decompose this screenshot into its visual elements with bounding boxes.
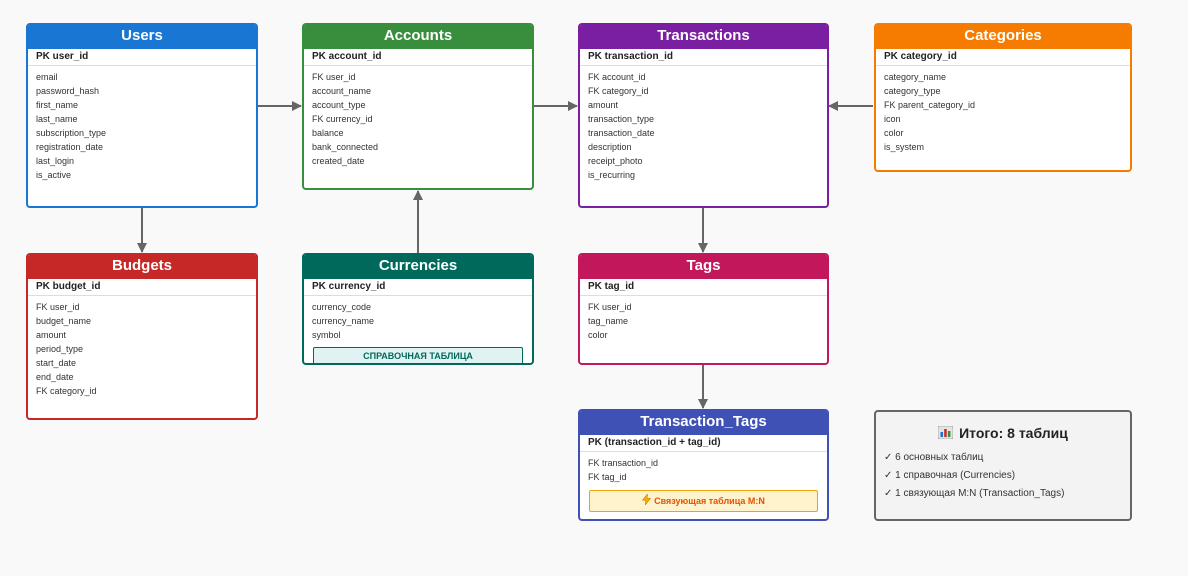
primary-key: PK (transaction_id + tag_id) [580,435,827,452]
table-field: color [588,330,608,340]
reference-table-note: СПРАВОЧНАЯ ТАБЛИЦА [313,347,523,363]
table-transactions[interactable]: Transactions PK transaction_id FK accoun… [578,23,829,208]
table-field: category_name [884,72,947,82]
table-field: FK transaction_id [588,458,659,468]
bar-chart-icon [938,426,954,439]
table-field: amount [588,100,619,110]
table-field: period_type [36,344,84,354]
table-header-tags: Tags [580,255,827,279]
summary-card: Итого: 8 таблиц ✓ 6 основных таблиц ✓ 1 … [874,410,1132,521]
table-field: icon [884,114,901,124]
field-list: category_name category_type FK parent_cate… [876,66,1130,154]
table-field: account_type [312,100,366,110]
table-field: budget_name [36,316,92,326]
junction-table-note-text: Связующая таблица M:N [654,496,765,506]
table-field: receipt_photo [588,156,643,166]
table-field: currency_name [312,316,375,326]
table-field: end_date [36,372,74,382]
table-field: description [588,142,632,152]
primary-key: PK currency_id [304,279,532,296]
table-field: subscription_type [36,128,107,138]
primary-key: PK category_id [876,49,1130,66]
table-field: FK account_id [588,72,646,82]
table-field: transaction_date [588,128,655,138]
table-field: amount [36,330,67,340]
table-header-budgets: Budgets [28,255,256,279]
table-field: transaction_type [588,114,655,124]
primary-key: PK user_id [28,49,256,66]
table-field: last_name [36,114,78,124]
summary-title: Итого: 8 таблиц [876,425,1130,441]
table-field: color [884,128,904,138]
table-field: tag_name [588,316,629,326]
table-field: FK category_id [588,86,649,96]
table-field: first_name [36,100,79,110]
table-field: registration_date [36,142,104,152]
table-field: FK user_id [36,302,80,312]
summary-line: ✓ 6 основных таблиц [884,452,984,463]
table-field: FK tag_id [588,472,627,482]
table-header-users: Users [28,25,256,49]
table-field: currency_code [312,302,372,312]
table-field: account_name [312,86,372,96]
table-field: bank_connected [312,142,379,152]
table-budgets[interactable]: Budgets PK budget_id FK user_id budget_na… [26,253,258,420]
summary-title-text: Итого: 8 таблиц [959,425,1068,441]
field-list: FK transaction_id FK tag_id [580,452,827,484]
junction-table-note: Связующая таблица M:N [589,490,818,512]
table-header-transactions: Transactions [580,25,827,49]
table-header-currencies: Currencies [304,255,532,279]
primary-key: PK account_id [304,49,532,66]
field-list: FK user_id account_name account_type FK cur… [304,66,532,168]
lightning-icon [642,493,652,507]
table-field: email [36,72,58,82]
table-field: FK parent_category_id [884,100,976,110]
summary-line: ✓ 1 связующая M:N (Transaction_Tags) [884,488,1065,499]
table-field: start_date [36,358,77,368]
table-header-transaction-tags: Transaction_Tags [580,411,827,435]
table-header-accounts: Accounts [304,25,532,49]
table-field: balance [312,128,344,138]
table-field: FK user_id [588,302,632,312]
table-field: category_type [884,86,941,96]
table-field: last_login [36,156,75,166]
primary-key: PK tag_id [580,279,827,296]
table-field: is_system [884,142,925,152]
table-field: password_hash [36,86,100,96]
table-field: FK category_id [36,386,97,396]
table-field: FK user_id [312,72,356,82]
summary-line: ✓ 1 справочная (Currencies) [884,470,1016,481]
table-field: symbol [312,330,341,340]
table-header-categories: Categories [876,25,1130,49]
table-transaction-tags[interactable]: Transaction_Tags PK (transaction_id + ta… [578,409,829,521]
table-field: FK currency_id [312,114,373,124]
primary-key: PK transaction_id [580,49,827,66]
primary-key: PK budget_id [28,279,256,296]
table-field: is_active [36,170,72,180]
table-field: is_recurring [588,170,636,180]
table-field: created_date [312,156,365,166]
